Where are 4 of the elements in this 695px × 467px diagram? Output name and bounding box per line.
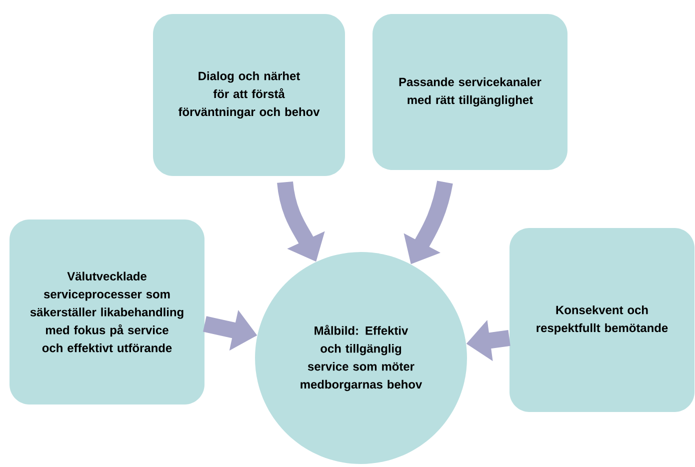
text-box: Välutvecklade serviceprocesser som säkerställer likabehandling med fokus på service och effektivt utförande [10, 219, 204, 404]
text-box: Dialog och närhet för att förstå förväntningar och behov [153, 14, 345, 176]
text-box: Passande servicekanaler med rätt tillgänglighet [372, 14, 568, 170]
text-box: Konsekvent och respektfullt bemötande [510, 228, 694, 412]
